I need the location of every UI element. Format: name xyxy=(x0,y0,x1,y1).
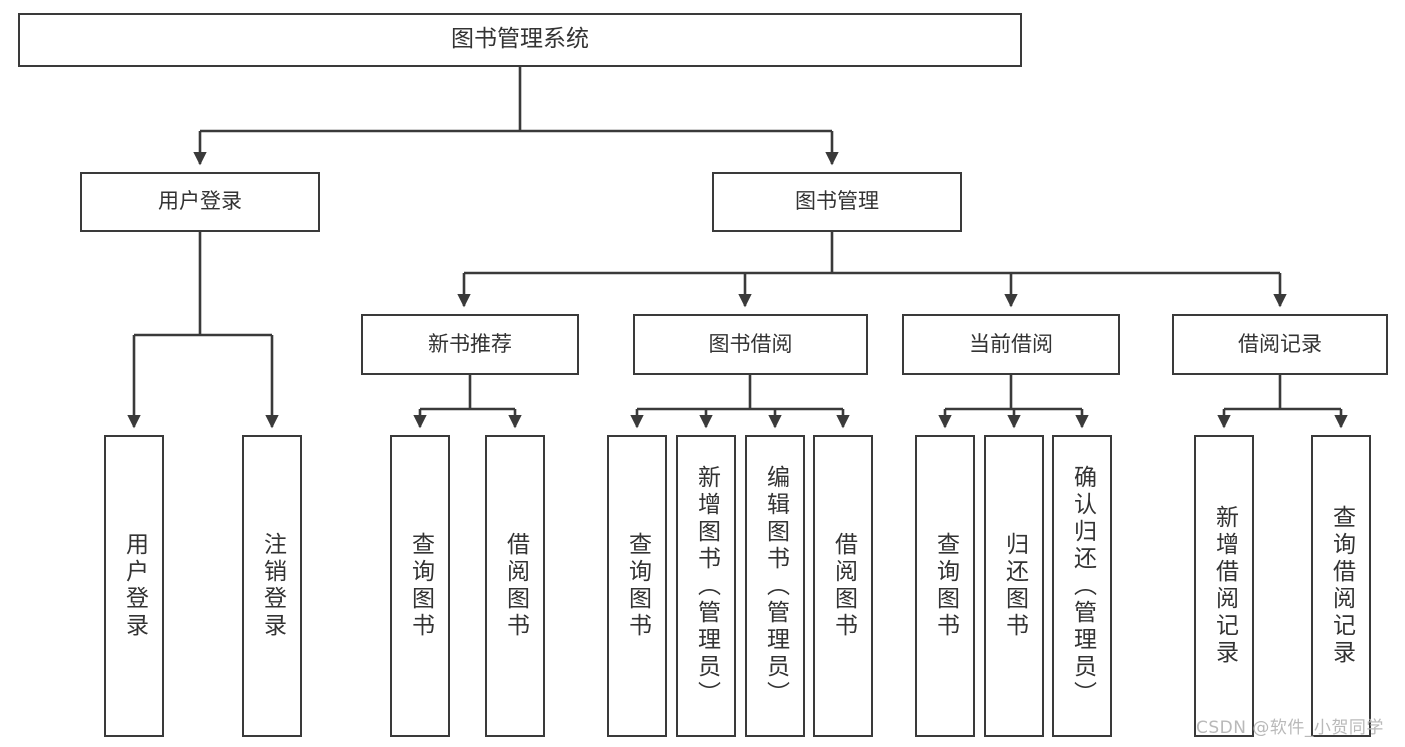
node-new-book-recommend[interactable]: 新书推荐 xyxy=(361,314,579,375)
node-label: 借阅记录 xyxy=(1238,331,1322,356)
leaf-return-book[interactable]: 归还图书 xyxy=(984,435,1044,737)
leaf-confirm-return-admin[interactable]: 确认归还（管理员） xyxy=(1052,435,1112,737)
node-label: 新增借阅记录 xyxy=(1211,505,1238,667)
node-label: 图书管理 xyxy=(795,189,879,214)
leaf-borrow-book-newbook[interactable]: 借阅图书 xyxy=(485,435,545,737)
leaf-user-login[interactable]: 用户登录 xyxy=(104,435,164,737)
leaf-edit-book-admin[interactable]: 编辑图书（管理员） xyxy=(745,435,805,737)
node-label: 新书推荐 xyxy=(428,331,512,356)
node-label: 图书管理系统 xyxy=(451,26,589,53)
leaf-logout[interactable]: 注销登录 xyxy=(242,435,302,737)
node-label: 图书借阅 xyxy=(708,331,793,356)
node-label: 当前借阅 xyxy=(969,331,1053,356)
node-label: 用户登录 xyxy=(158,189,242,214)
node-label: 归还图书 xyxy=(1001,532,1028,640)
node-label: 新增图书（管理员） xyxy=(693,464,720,708)
leaf-query-book-current[interactable]: 查询图书 xyxy=(915,435,975,737)
node-book-management[interactable]: 图书管理 xyxy=(712,172,962,232)
node-label: 查询图书 xyxy=(624,532,651,640)
node-borrow-record[interactable]: 借阅记录 xyxy=(1172,314,1388,375)
leaf-add-book-admin[interactable]: 新增图书（管理员） xyxy=(676,435,736,737)
node-label: 查询借阅记录 xyxy=(1328,505,1355,667)
leaf-query-book-borrow[interactable]: 查询图书 xyxy=(607,435,667,737)
node-label: 借阅图书 xyxy=(502,532,529,640)
node-root-system[interactable]: 图书管理系统 xyxy=(18,13,1022,67)
node-current-borrow[interactable]: 当前借阅 xyxy=(902,314,1120,375)
leaf-query-borrow-record[interactable]: 查询借阅记录 xyxy=(1311,435,1371,737)
leaf-add-borrow-record[interactable]: 新增借阅记录 xyxy=(1194,435,1254,737)
leaf-query-book-newbook[interactable]: 查询图书 xyxy=(390,435,450,737)
node-label: 查询图书 xyxy=(932,532,959,640)
node-book-borrow[interactable]: 图书借阅 xyxy=(633,314,868,375)
node-user-login[interactable]: 用户登录 xyxy=(80,172,320,232)
leaf-borrow-book[interactable]: 借阅图书 xyxy=(813,435,873,737)
node-label: 借阅图书 xyxy=(830,532,857,640)
node-label: 确认归还（管理员） xyxy=(1069,464,1096,708)
node-label: 查询图书 xyxy=(407,532,434,640)
watermark: CSDN @软件_小贺同学 xyxy=(1196,718,1384,738)
node-label: 编辑图书（管理员） xyxy=(762,464,789,708)
node-label: 注销登录 xyxy=(259,532,286,640)
node-label: 用户登录 xyxy=(121,532,148,640)
